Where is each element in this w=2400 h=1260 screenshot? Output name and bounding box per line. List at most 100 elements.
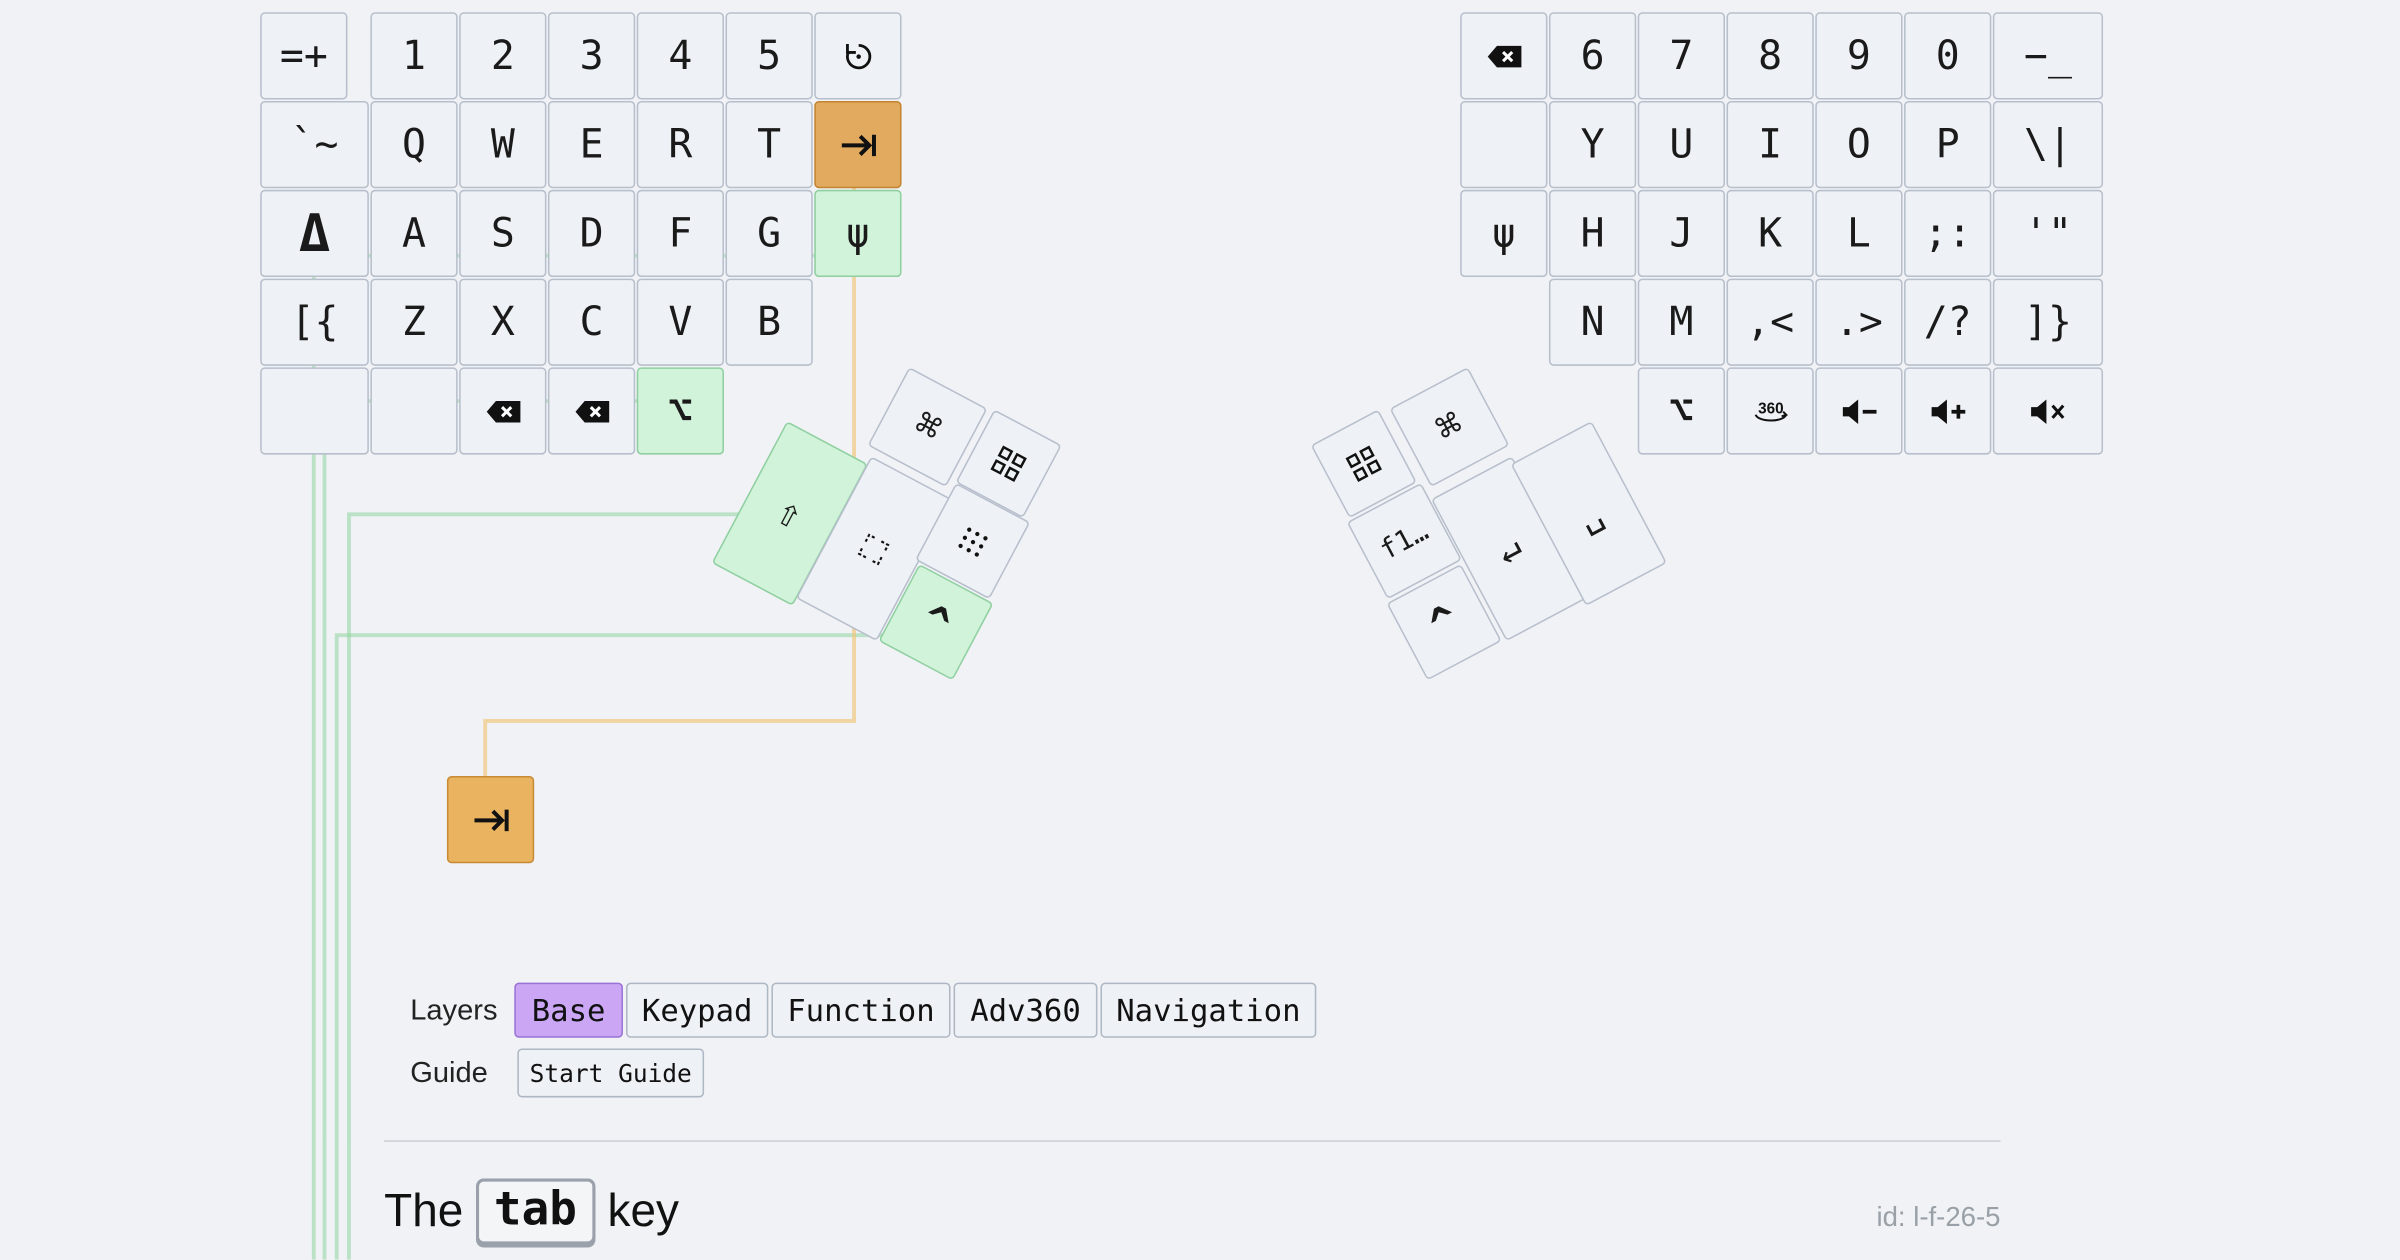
- section-divider: [384, 1140, 2001, 1142]
- key-backtick-tilde[interactable]: `~: [260, 101, 369, 189]
- volume-up-icon: [1930, 398, 1965, 424]
- thumb-left-expand[interactable]: [795, 456, 953, 642]
- key-slash-question[interactable]: /?: [1904, 278, 1992, 366]
- key-y[interactable]: Y: [1548, 101, 1637, 189]
- key-bracket-left[interactable]: [{: [260, 278, 369, 366]
- svg-text:360: 360: [1757, 399, 1783, 416]
- tab-icon: [473, 808, 508, 831]
- key-right-option[interactable]: ⌥: [1637, 367, 1725, 455]
- key-heading: The tab key: [384, 1178, 679, 1245]
- key-mute[interactable]: [1992, 367, 2104, 455]
- key-option[interactable]: ⌥: [636, 367, 724, 455]
- key-a[interactable]: A: [370, 189, 458, 278]
- windows-icon: [1345, 445, 1382, 482]
- key-r[interactable]: R: [636, 101, 724, 189]
- heading-suffix: key: [607, 1185, 679, 1236]
- key-comma-less[interactable]: ,<: [1726, 278, 1814, 366]
- key-h[interactable]: H: [1548, 189, 1637, 278]
- thumb-right-windows[interactable]: [1310, 409, 1417, 519]
- layer-tab-keypad[interactable]: Keypad: [626, 982, 769, 1038]
- key-c[interactable]: C: [547, 278, 636, 366]
- layer-tab-navigation[interactable]: Navigation: [1100, 982, 1317, 1038]
- key-backslash-pipe[interactable]: \|: [1992, 101, 2104, 189]
- volume-down-icon: [1842, 398, 1876, 424]
- thumb-left-keypad[interactable]: [915, 482, 1031, 600]
- key-f[interactable]: F: [636, 189, 724, 278]
- keypad-icon: [958, 526, 988, 556]
- key-v[interactable]: V: [636, 278, 724, 366]
- key-9[interactable]: 9: [1815, 12, 1903, 100]
- key-period-greater[interactable]: .>: [1815, 278, 1903, 366]
- layer-tab-adv360[interactable]: Adv360: [953, 982, 1098, 1038]
- key-p[interactable]: P: [1904, 101, 1992, 189]
- highlighted-tab-key[interactable]: [446, 776, 535, 864]
- key-6[interactable]: 6: [1548, 12, 1637, 100]
- key-w[interactable]: W: [459, 101, 547, 189]
- key-bracket-right[interactable]: ]}: [1992, 278, 2104, 366]
- key-backspace-2[interactable]: [547, 367, 636, 455]
- key-8[interactable]: 8: [1726, 12, 1814, 100]
- key-z[interactable]: Z: [370, 278, 458, 366]
- page-id: id: l-f-26-5: [1876, 1201, 2001, 1233]
- key-quote[interactable]: '": [1992, 189, 2104, 278]
- key-q[interactable]: Q: [370, 101, 458, 189]
- wire-tab: [483, 171, 856, 812]
- key-tab[interactable]: [814, 101, 902, 189]
- key-volume-up[interactable]: [1904, 367, 1992, 455]
- key-u[interactable]: U: [1637, 101, 1725, 189]
- key-minus-underscore[interactable]: −_: [1992, 12, 2104, 100]
- key-blank-left-1[interactable]: [260, 367, 369, 455]
- wire-ctrl: [334, 633, 927, 1260]
- key-volume-down[interactable]: [1815, 367, 1903, 455]
- key-3[interactable]: 3: [547, 12, 636, 100]
- thumb-left-windows[interactable]: [955, 409, 1062, 519]
- key-adv360[interactable]: 360: [1726, 367, 1814, 455]
- key-x[interactable]: X: [459, 278, 547, 366]
- key-o[interactable]: O: [1815, 101, 1903, 189]
- key-k[interactable]: K: [1726, 189, 1814, 278]
- expand-icon: [858, 532, 890, 565]
- key-d[interactable]: D: [547, 189, 636, 278]
- key-0[interactable]: 0: [1904, 12, 1992, 100]
- key-7[interactable]: 7: [1637, 12, 1725, 100]
- key-5[interactable]: 5: [725, 12, 813, 100]
- layers-label: Layers: [410, 994, 498, 1028]
- key-2[interactable]: 2: [459, 12, 547, 100]
- key-i[interactable]: I: [1726, 101, 1814, 189]
- start-guide-button[interactable]: Start Guide: [517, 1048, 705, 1098]
- tab-icon: [841, 133, 876, 156]
- layer-tab-function[interactable]: Function: [771, 982, 951, 1038]
- key-s[interactable]: S: [459, 189, 547, 278]
- key-g[interactable]: G: [725, 189, 813, 278]
- mute-icon: [2031, 398, 2065, 424]
- windows-icon: [990, 445, 1027, 482]
- backspace-icon: [1486, 45, 1521, 67]
- key-e[interactable]: E: [547, 101, 636, 189]
- key-1[interactable]: 1: [370, 12, 458, 100]
- heading-prefix: The: [384, 1185, 464, 1236]
- key-blank-right[interactable]: [1460, 101, 1548, 189]
- key-l[interactable]: L: [1815, 189, 1903, 278]
- key-delta[interactable]: Δ: [260, 189, 369, 278]
- key-right-psi[interactable]: ψ: [1460, 189, 1548, 278]
- key-right-backspace[interactable]: [1460, 12, 1548, 100]
- layer-tab-base[interactable]: Base: [514, 982, 623, 1038]
- key-blank-left-2[interactable]: [370, 367, 458, 455]
- reset-icon: [845, 43, 871, 69]
- key-4[interactable]: 4: [636, 12, 724, 100]
- backspace-icon: [574, 400, 609, 422]
- key-t[interactable]: T: [725, 101, 813, 189]
- guide-label: Guide: [410, 1057, 488, 1090]
- key-m[interactable]: M: [1637, 278, 1725, 366]
- key-n[interactable]: N: [1548, 278, 1637, 366]
- key-backspace-1[interactable]: [459, 367, 547, 455]
- backspace-icon: [485, 400, 520, 422]
- key-b[interactable]: B: [725, 278, 813, 366]
- key-semicolon-colon[interactable]: ;:: [1904, 189, 1992, 278]
- key-j[interactable]: J: [1637, 189, 1725, 278]
- key-psi[interactable]: ψ: [814, 189, 902, 278]
- key-equals-plus[interactable]: =+: [260, 12, 348, 100]
- key-reset[interactable]: [814, 12, 902, 100]
- 360-icon: 360: [1753, 399, 1788, 421]
